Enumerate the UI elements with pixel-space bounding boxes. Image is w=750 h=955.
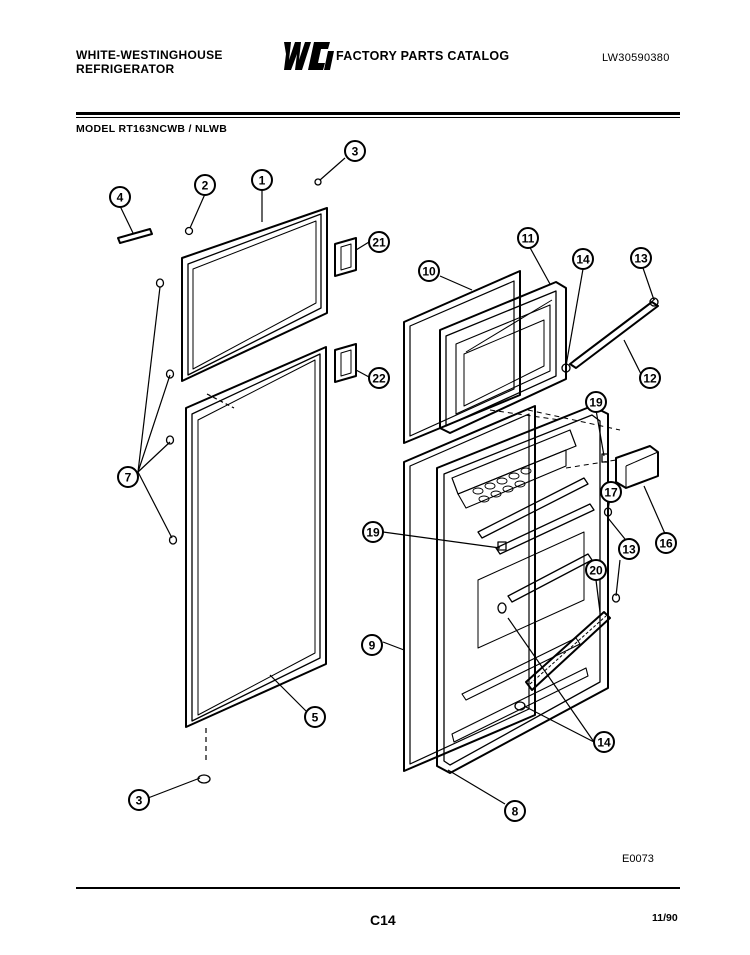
svg-text:22: 22: [372, 372, 386, 386]
svg-text:12: 12: [643, 372, 657, 386]
shelf-bar: [569, 298, 659, 369]
callout-2: 2: [194, 174, 216, 196]
callout-21: 21: [368, 231, 390, 253]
model-number: MODEL RT163NCWB / NLWB: [76, 123, 228, 135]
catalog-title: FACTORY PARTS CATALOG: [336, 49, 510, 63]
footer-rule: [76, 887, 680, 889]
callout-5: 5: [304, 706, 326, 728]
svg-text:16: 16: [659, 537, 673, 551]
egg-tray: [472, 467, 532, 503]
brand-block: WHITE-WESTINGHOUSE REFRIGERATOR: [76, 48, 223, 76]
figure-code: E0073: [622, 853, 654, 865]
brand-name: WHITE-WESTINGHOUSE: [76, 48, 223, 62]
doc-number: LW30590380: [602, 52, 670, 64]
callout-14b: 14: [593, 731, 615, 753]
fresh-food-handle: [334, 343, 357, 383]
svg-text:8: 8: [512, 805, 519, 819]
callout-22: 22: [368, 367, 390, 389]
fresh-food-door-outer: [403, 405, 536, 772]
freezer-handle: [334, 237, 357, 277]
callout-7: 7: [117, 466, 139, 488]
svg-text:1: 1: [259, 174, 266, 188]
page-number: C14: [370, 912, 396, 928]
svg-text:14: 14: [597, 736, 611, 750]
svg-text:10: 10: [422, 265, 436, 279]
freezer-door-gasket: [181, 207, 328, 382]
callout-3b: 3: [128, 789, 150, 811]
callout-13b: 13: [618, 538, 640, 560]
callout-10: 10: [418, 260, 440, 282]
header-rule-thin: [76, 117, 680, 118]
svg-text:13: 13: [634, 252, 648, 266]
trim-strip: [117, 228, 153, 244]
svg-text:14: 14: [576, 253, 590, 267]
svg-text:19: 19: [366, 526, 380, 540]
callout-9: 9: [361, 634, 383, 656]
hardware: [155, 178, 659, 784]
product-type: REFRIGERATOR: [76, 62, 175, 76]
freezer-door-outer-gasket: [403, 270, 521, 444]
callout-19b: 19: [362, 521, 384, 543]
svg-text:3: 3: [136, 794, 143, 808]
svg-text:19: 19: [589, 396, 603, 410]
callout-14a: 14: [572, 248, 594, 270]
wci-logo: [284, 42, 334, 70]
svg-text:5: 5: [312, 711, 319, 725]
callout-3a: 3: [344, 140, 366, 162]
svg-text:2: 2: [202, 179, 209, 193]
svg-text:17: 17: [604, 486, 618, 500]
svg-text:9: 9: [369, 639, 376, 653]
freezer-door-liner: [439, 281, 567, 434]
callout-8: 8: [504, 800, 526, 822]
svg-text:20: 20: [589, 564, 603, 578]
revision-date: 11/90: [652, 912, 678, 924]
svg-text:21: 21: [372, 236, 386, 250]
svg-text:4: 4: [117, 191, 124, 205]
svg-text:7: 7: [125, 471, 132, 485]
callout-1: 1: [251, 169, 273, 191]
svg-text:11: 11: [522, 232, 535, 246]
fresh-food-door-liner: [436, 405, 609, 774]
callout-17: 17: [600, 481, 622, 503]
callout-13a: 13: [630, 247, 652, 269]
callout-19a: 19: [585, 391, 607, 413]
header-rule-thick: [76, 112, 680, 115]
svg-text:13: 13: [622, 543, 636, 557]
butter-compartment: [615, 445, 659, 489]
svg-text:3: 3: [352, 145, 359, 159]
fresh-food-door-gasket: [185, 346, 327, 728]
callout-4: 4: [109, 186, 131, 208]
callout-12: 12: [639, 367, 661, 389]
callout-11: 11: [517, 227, 539, 249]
callout-20: 20: [585, 559, 607, 581]
door-shelf-bar: [525, 611, 611, 691]
callout-16: 16: [655, 532, 677, 554]
